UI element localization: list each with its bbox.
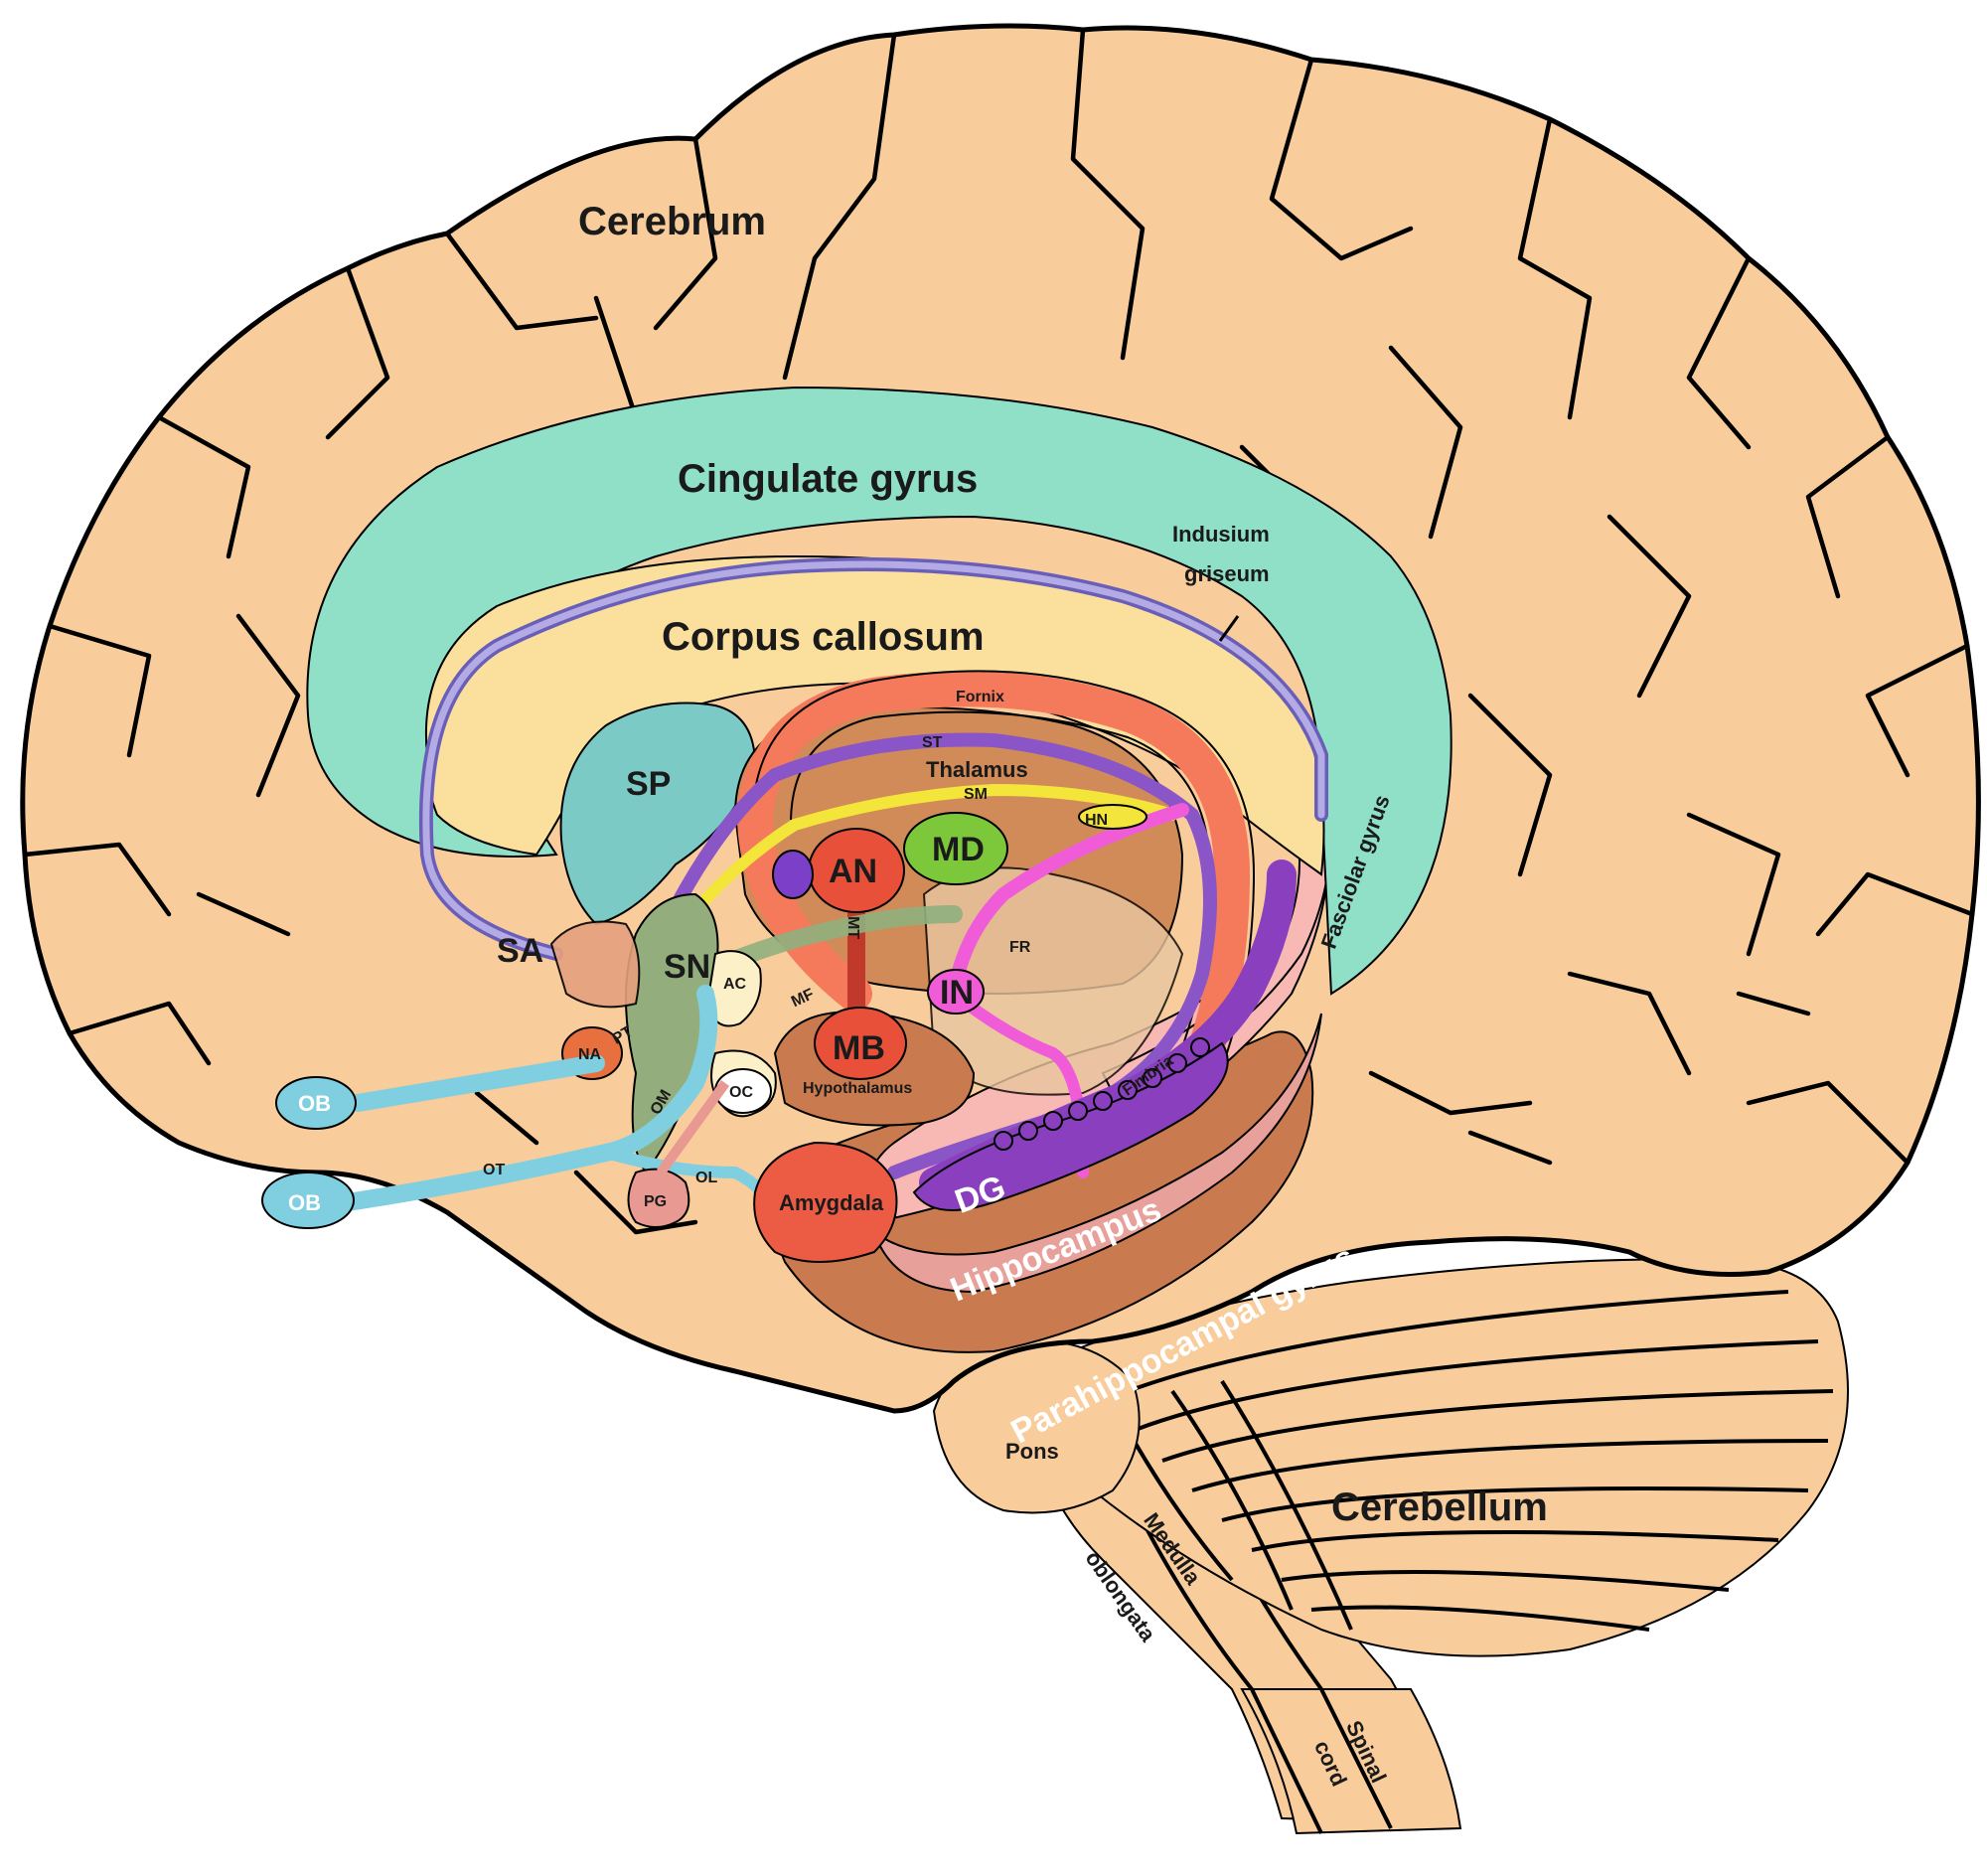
label-ot: OT bbox=[483, 1162, 505, 1178]
spinal-cord bbox=[1240, 1688, 1462, 1835]
olfactory-tract-lower bbox=[339, 985, 718, 1211]
amygdala bbox=[753, 1141, 898, 1263]
label-st: ST bbox=[922, 734, 943, 751]
label-mb: MB bbox=[833, 1029, 885, 1067]
label-hypothalamus: Hypothalamus bbox=[803, 1080, 912, 1097]
label-cerebellum: Cerebellum bbox=[1331, 1485, 1548, 1529]
pituitary-stalk bbox=[656, 1080, 730, 1175]
label-in: IN bbox=[940, 974, 974, 1012]
olfactory-bulb-lower bbox=[261, 1172, 355, 1229]
label-ob-upper: OB bbox=[298, 1091, 331, 1116]
indusium-arrow bbox=[1218, 615, 1240, 642]
cortical-sulci bbox=[22, 27, 1975, 1235]
label-cerebrum: Cerebrum bbox=[578, 200, 766, 243]
cerebellum-folia bbox=[1102, 1290, 1834, 1632]
habenulo-interpeduncular-tract bbox=[947, 803, 1189, 1001]
fornix bbox=[736, 671, 1251, 1101]
habenular-nucleus bbox=[1078, 804, 1147, 830]
label-amygdala: Amygdala bbox=[779, 1190, 884, 1215]
label-thalamus: Thalamus bbox=[926, 757, 1028, 782]
label-corpus-callosum: Corpus callosum bbox=[662, 615, 985, 659]
label-sa: SA bbox=[497, 932, 543, 970]
label-ac: AC bbox=[723, 976, 747, 993]
label-fr: FR bbox=[1009, 939, 1031, 956]
label-hn: HN bbox=[1085, 812, 1108, 829]
label-sp: SP bbox=[626, 765, 671, 803]
label-na: NA bbox=[578, 1046, 602, 1063]
label-indusium: Indusium bbox=[1172, 522, 1270, 547]
label-an: AN bbox=[829, 853, 877, 890]
label-cingulate-gyrus: Cingulate gyrus bbox=[678, 457, 978, 501]
label-oc: OC bbox=[729, 1084, 753, 1101]
label-md: MD bbox=[932, 831, 985, 868]
mammillary-body bbox=[814, 1007, 907, 1080]
label-sm: SM bbox=[964, 786, 988, 803]
label-pg: PG bbox=[644, 1193, 667, 1210]
stria-medullaris bbox=[640, 783, 1178, 980]
septal-area bbox=[549, 920, 641, 1009]
thalamus-posterior bbox=[922, 866, 1184, 1096]
label-fornix: Fornix bbox=[956, 689, 1004, 705]
dentate-scallops bbox=[994, 1037, 1210, 1151]
label-mt: MT bbox=[844, 916, 861, 939]
label-ol: OL bbox=[695, 1170, 717, 1186]
mediodorsal-nucleus bbox=[903, 812, 1008, 885]
olfactory-tract-upper bbox=[349, 1054, 605, 1112]
pituitary-gland bbox=[627, 1168, 690, 1228]
label-ob-lower: OB bbox=[288, 1190, 321, 1215]
small-purple-nucleus bbox=[772, 850, 814, 899]
label-pons: Pons bbox=[1005, 1439, 1059, 1464]
label-griseum: griseum bbox=[1184, 561, 1270, 586]
hippocampus-lower bbox=[872, 1013, 1322, 1294]
label-sn: SN bbox=[664, 948, 710, 986]
olfactory-bulb-upper bbox=[275, 1076, 357, 1130]
interpeduncular-nucleus bbox=[927, 969, 985, 1015]
